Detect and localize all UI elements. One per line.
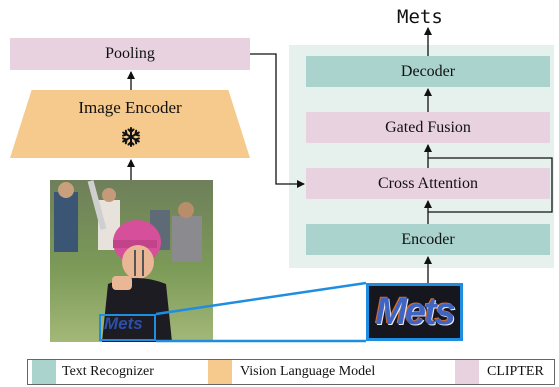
photo-crop-highlight <box>99 314 156 341</box>
legend <box>27 359 555 385</box>
zoomed-crop: Mets <box>366 283 463 341</box>
decoder-block: Decoder <box>306 56 550 87</box>
legend-swatch-vision-language-model <box>208 360 232 384</box>
legend-swatch-text-recognizer <box>32 360 56 384</box>
output-text: Mets <box>397 6 443 28</box>
pooling-label: Pooling <box>105 45 155 62</box>
cross-attention-block: Cross Attention <box>306 168 550 199</box>
legend-label-clipter: CLIPTER <box>487 364 544 379</box>
pooling-block: Pooling <box>10 38 250 70</box>
zoomed-crop-text: Mets <box>375 290 456 333</box>
encoder-label: Encoder <box>401 230 455 248</box>
encoder-block: Encoder <box>306 224 550 255</box>
snowflake-icon <box>118 124 144 150</box>
legend-label-vision-language-model: Vision Language Model <box>240 364 376 379</box>
gated-fusion-block: Gated Fusion <box>306 112 550 143</box>
photo-crop-text: Mets <box>104 314 143 333</box>
image-encoder-label: Image Encoder <box>78 98 182 117</box>
gated-fusion-label: Gated Fusion <box>385 118 471 136</box>
cross-attention-label: Cross Attention <box>377 174 478 192</box>
image-encoder-block <box>10 90 250 158</box>
legend-swatch-clipter <box>455 360 479 384</box>
decoder-label: Decoder <box>400 62 456 80</box>
legend-label-text-recognizer: Text Recognizer <box>62 364 154 379</box>
